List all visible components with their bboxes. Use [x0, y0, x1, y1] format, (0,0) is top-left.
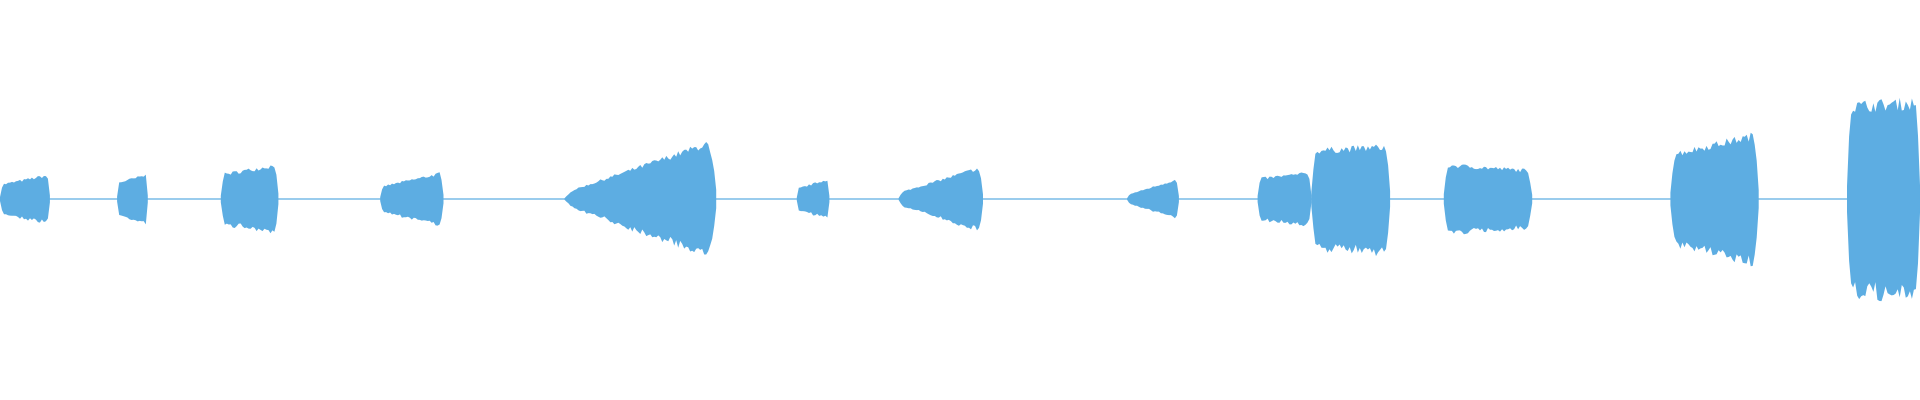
waveform-segment-9: [1257, 172, 1312, 227]
waveform-segment-2: [117, 174, 148, 225]
waveform-segment-3: [220, 165, 279, 234]
waveform-segment-13: [1847, 97, 1920, 302]
waveform-segment-11: [1443, 164, 1533, 235]
waveform-segment-8: [1127, 179, 1179, 219]
waveform-segment-12: [1670, 132, 1759, 267]
waveform-segment-1: [0, 176, 50, 223]
waveform-segment-6: [796, 180, 830, 218]
waveform-segment-7: [898, 168, 983, 231]
waveform-segment-5: [564, 142, 717, 255]
waveform-segment-10: [1311, 144, 1391, 257]
waveform-segment-4: [380, 172, 444, 226]
